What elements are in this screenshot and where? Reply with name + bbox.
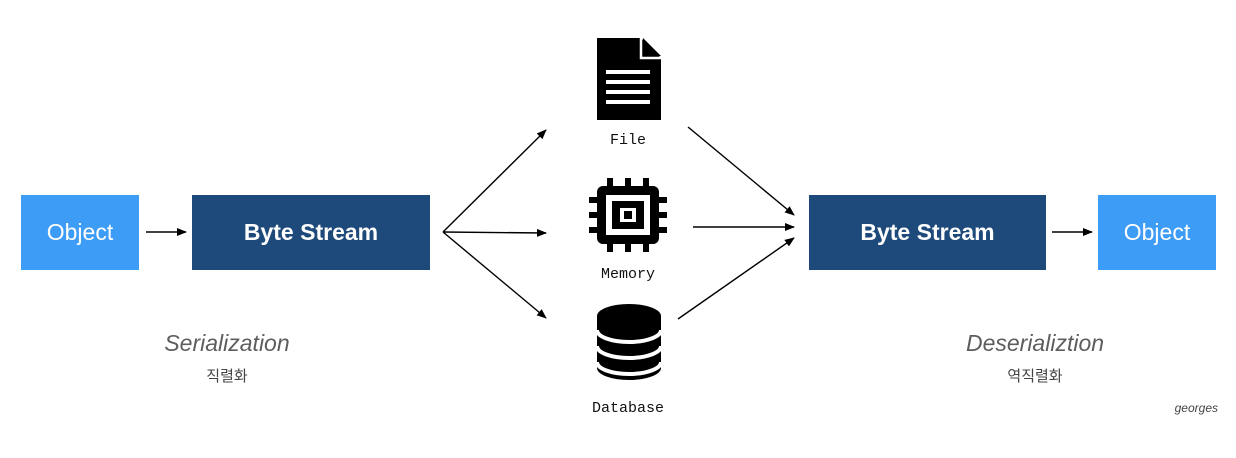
object-box-right: Object xyxy=(1098,195,1216,270)
serialization-caption: Serialization 직렬화 xyxy=(117,330,337,386)
arrow-bytestream-to-database xyxy=(442,231,547,319)
object-box-left: Object xyxy=(21,195,139,270)
memory-label: Memory xyxy=(600,266,655,283)
arrow-bytestream-to-file xyxy=(442,129,547,233)
chip-icon xyxy=(589,178,667,252)
deserialization-title: Deserializtion xyxy=(965,330,1105,356)
database-icon xyxy=(595,304,663,380)
serialization-korean: 직렬화 xyxy=(206,367,248,385)
byte-stream-box-right: Byte Stream xyxy=(809,195,1046,270)
author-signature: georges xyxy=(1174,401,1218,415)
deserialization-caption: Deserializtion 역직렬화 xyxy=(925,330,1145,386)
serialization-title: Serialization xyxy=(164,330,290,356)
arrow-file-to-bytestream xyxy=(687,126,795,216)
database-label: Database xyxy=(591,400,664,417)
byte-stream-box-left: Byte Stream xyxy=(192,195,430,270)
deserialization-korean: 역직렬화 xyxy=(1007,367,1063,385)
file-icon xyxy=(597,38,661,120)
arrow-bytestream-to-memory xyxy=(442,228,547,237)
arrow-database-to-bytestream xyxy=(677,237,795,320)
file-label: File xyxy=(609,132,646,149)
